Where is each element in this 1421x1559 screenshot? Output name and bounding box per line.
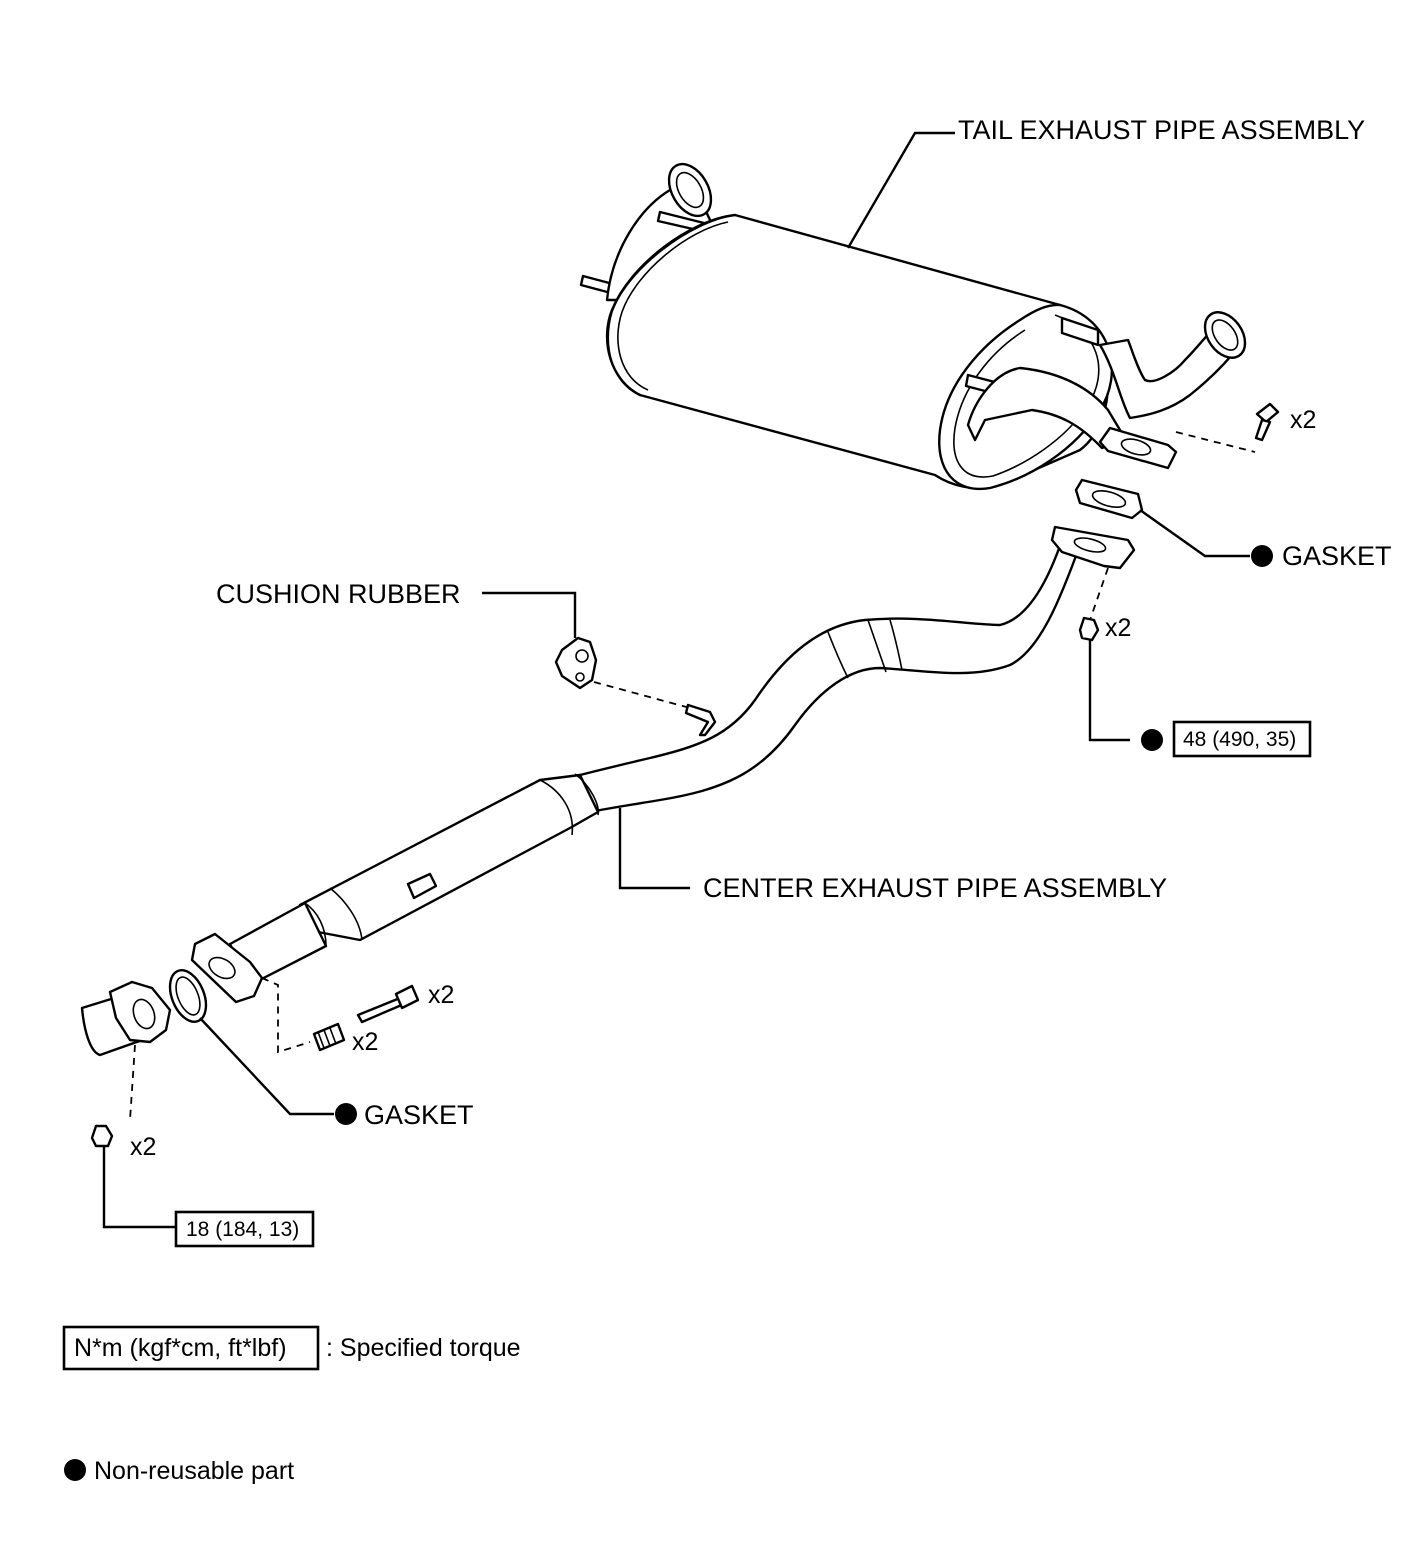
center-nut-qty: x2	[1105, 614, 1131, 642]
front-bolt-qty: x2	[428, 981, 454, 1009]
tail-exhaust-pipe-label: TAIL EXHAUST PIPE ASSEMBLY	[958, 115, 1365, 145]
front-spring-qty: x2	[352, 1028, 378, 1056]
upper-gasket-icon	[1074, 478, 1273, 567]
tail-bolt-qty: x2	[1290, 406, 1316, 434]
torque-front-value: 18 (184, 13)	[186, 1218, 299, 1241]
legend-nonreusable-text: Non-reusable part	[94, 1457, 294, 1485]
legend-torque-box	[62, 1325, 320, 1371]
upper-gasket-label: GASKET	[1282, 541, 1392, 571]
nonreusable-dot-icon	[64, 1459, 86, 1481]
center-exhaust-pipe-label: CENTER EXHAUST PIPE ASSEMBLY	[703, 873, 1167, 903]
tail-exhaust-pipe-assembly	[579, 131, 1247, 491]
lower-gasket-label: GASKET	[364, 1100, 474, 1130]
front-exhaust-pipe-icon	[80, 980, 175, 1229]
torque-center-value: 48 (490, 35)	[1183, 728, 1296, 751]
tail-flange-bolt-icon	[1175, 402, 1280, 453]
legend-torque-units: N*m (kgf*cm, ft*lbf)	[74, 1334, 287, 1362]
front-spring-icon	[312, 1022, 346, 1052]
center-flange-nut-icon	[1078, 567, 1163, 751]
cushion-rubber-icon	[482, 591, 691, 709]
front-nut-qty: x2	[130, 1133, 156, 1161]
front-flange-bolt-icon	[261, 977, 420, 1054]
lower-gasket-icon	[168, 969, 357, 1125]
torque-box-front	[174, 1210, 315, 1248]
center-exhaust-pipe-assembly	[190, 525, 1136, 1004]
torque-box-center	[1172, 720, 1312, 758]
legend-torque-text: : Specified torque	[326, 1334, 521, 1362]
cushion-rubber-label: CUSHION RUBBER	[216, 579, 461, 609]
